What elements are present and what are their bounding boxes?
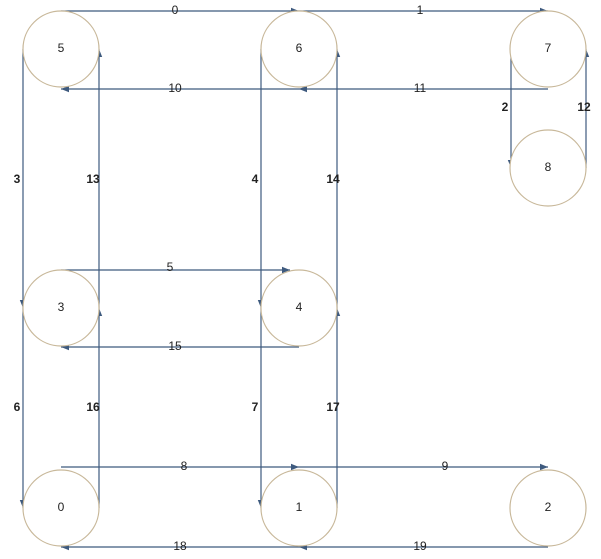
edge-label-12: 12 [577, 100, 591, 114]
edge-label-10: 10 [168, 81, 182, 95]
edge-label-18: 18 [173, 539, 187, 553]
node-label: 1 [296, 500, 303, 514]
node-label: 7 [545, 41, 552, 55]
edge-label-17: 17 [326, 400, 340, 414]
node-6: 6 [260, 10, 338, 88]
edge-label-1: 1 [417, 3, 424, 17]
node-3: 3 [22, 269, 100, 347]
node-label: 6 [296, 41, 303, 55]
edge-label-15: 15 [168, 339, 182, 353]
node-8: 8 [509, 129, 587, 207]
node-circle [22, 10, 100, 88]
edge-label-16: 16 [86, 400, 100, 414]
node-circle [509, 10, 587, 88]
node-7: 7 [509, 10, 587, 88]
node-circle [260, 10, 338, 88]
nodes-layer: 0 1 2 3 4 5 6 7 8 [22, 10, 587, 547]
node-circle [509, 469, 587, 547]
node-circle [22, 469, 100, 547]
node-circle [22, 269, 100, 347]
edge-label-4: 4 [252, 172, 259, 186]
edge-label-2: 2 [502, 100, 509, 114]
edge-label-5: 5 [167, 260, 174, 274]
node-label: 5 [58, 41, 65, 55]
edge-label-0: 0 [172, 3, 179, 17]
node-label: 3 [58, 300, 65, 314]
node-label: 4 [296, 300, 303, 314]
node-label: 8 [545, 160, 552, 174]
node-circle [260, 269, 338, 347]
node-label: 0 [58, 500, 65, 514]
edge-label-7: 7 [252, 400, 259, 414]
edges-layer [19, 7, 590, 551]
edge-label-14: 14 [326, 172, 340, 186]
edge-label-3: 3 [14, 172, 21, 186]
node-circle [509, 129, 587, 207]
edge-label-19: 19 [413, 539, 427, 553]
node-label: 2 [545, 500, 552, 514]
edge-label-6: 6 [14, 400, 21, 414]
edge-label-13: 13 [86, 172, 100, 186]
edge-label-11: 11 [414, 81, 427, 95]
node-1: 1 [260, 469, 338, 547]
node-0: 0 [22, 469, 100, 547]
node-4: 4 [260, 269, 338, 347]
node-5: 5 [22, 10, 100, 88]
edge-label-9: 9 [442, 459, 449, 473]
node-2: 2 [509, 469, 587, 547]
node-circle [260, 469, 338, 547]
edge-label-8: 8 [181, 459, 188, 473]
